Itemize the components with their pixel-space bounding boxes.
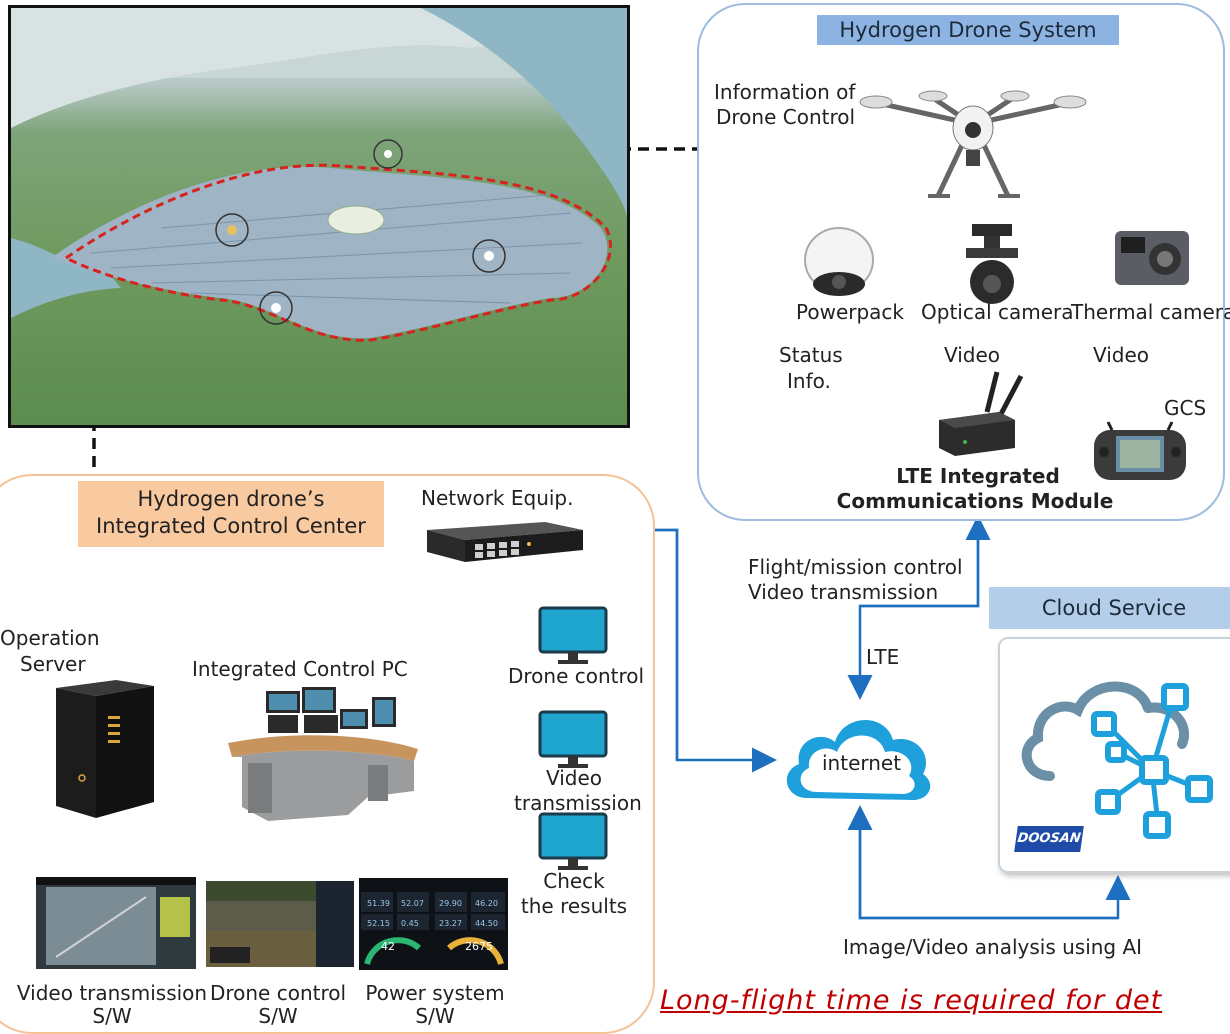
drone-system-title: Hydrogen Drone System: [817, 15, 1119, 45]
video-transmission-label-line2: transmission: [514, 791, 642, 815]
monitor-check-results: [538, 812, 608, 870]
pwr-val-4: 52.15: [367, 919, 390, 928]
doosan-logo: DOOSAN: [1014, 826, 1084, 852]
lte-module-label-line1: LTE Integrated: [896, 464, 1060, 488]
cloud-network-icon: [1021, 681, 1213, 839]
pwr-val-1: 52.07: [401, 899, 424, 908]
integrated-pc-label: Integrated Control PC: [192, 657, 408, 681]
pwr-val-0: 51.39: [367, 899, 390, 908]
video-transmission-sw-screenshot: [36, 877, 196, 969]
internet-cloud-icon: [786, 719, 931, 800]
power-system-sw-screenshot: 51.39 52.07 29.90 46.20 52.15 0.45 23.27…: [359, 878, 508, 970]
pwr-val-7: 44.50: [475, 919, 498, 928]
lte-label: LTE: [866, 645, 900, 669]
integrated-control-pc-image: [228, 687, 418, 821]
internet-label: internet: [822, 751, 902, 775]
flight-control-label-line1: Flight/mission control: [748, 555, 963, 579]
network-switch-image: [427, 522, 583, 562]
control-center-title-line2: Integrated Control Center: [96, 514, 366, 538]
thermal-camera-label: Thermal camera: [1071, 300, 1230, 324]
check-results-label-line1: Check: [543, 869, 605, 893]
thermal-camera-image: [1115, 231, 1189, 285]
optical-camera-label: Optical camera: [921, 300, 1074, 324]
network-equip-label: Network Equip.: [421, 486, 574, 510]
lte-module-image: [939, 371, 1024, 456]
lte-module-label-line2: Communications Module: [836, 489, 1114, 513]
aerial-photo: [8, 5, 630, 428]
monitor-video-transmission: [538, 710, 608, 768]
operation-server-image: [56, 680, 154, 818]
sw3-label-line2: S/W: [415, 1004, 455, 1028]
pwr-val-2: 29.90: [439, 899, 462, 908]
operation-server-label-line1: Operation: [0, 626, 100, 650]
footer-caption: Long-flight time is required for det: [660, 985, 1163, 1016]
status-label-line1: Status: [779, 343, 843, 367]
control-center-title-line1: Hydrogen drone’s: [137, 487, 325, 511]
drone-control-sw-screenshot: [206, 881, 354, 967]
monitor-drone-control: [538, 606, 608, 664]
pwr-val-9: 2675: [465, 940, 493, 953]
hydrogen-drone-image: [859, 90, 1087, 198]
info-label-line2: Drone Control: [716, 105, 856, 129]
doosan-logo-text: DOOSAN: [1016, 831, 1082, 846]
sw1-label-line1: Video transmission: [16, 981, 208, 1005]
ai-analysis-label: Image/Video analysis using AI: [843, 935, 1143, 959]
sw2-label-line2: S/W: [258, 1004, 298, 1028]
drone-control-label: Drone control: [508, 664, 645, 688]
check-results-label-line2: the results: [520, 894, 628, 918]
control-center-title: Hydrogen drone’s Integrated Control Cent…: [78, 481, 384, 547]
powerpack-label: Powerpack: [796, 300, 904, 324]
cloud-service-title: Cloud Service: [989, 587, 1230, 629]
sw2-label-line1: Drone control: [209, 981, 347, 1005]
powerpack-image: [804, 227, 874, 296]
info-label-line1: Information of: [714, 80, 856, 104]
pwr-val-6: 23.27: [439, 919, 462, 928]
flight-control-label-line2: Video transmission: [748, 580, 939, 604]
optical-camera-image: [966, 224, 1018, 304]
gcs-controller-image: [1094, 421, 1186, 480]
sw3-label-line1: Power system: [365, 981, 505, 1005]
aerial-illustration: [11, 8, 627, 342]
pwr-val-8: 42: [381, 940, 395, 953]
pwr-val-5: 0.45: [401, 919, 419, 928]
pwr-val-3: 46.20: [475, 899, 498, 908]
status-label-line2: Info.: [787, 369, 831, 393]
video-transmission-label-line1: Video: [545, 766, 603, 790]
operation-server-label-line2: Server: [20, 652, 86, 676]
video-label-1: Video: [944, 343, 1001, 367]
sw1-label-line2: S/W: [92, 1004, 132, 1028]
video-label-2: Video: [1093, 343, 1150, 367]
gcs-label: GCS: [1164, 396, 1207, 420]
